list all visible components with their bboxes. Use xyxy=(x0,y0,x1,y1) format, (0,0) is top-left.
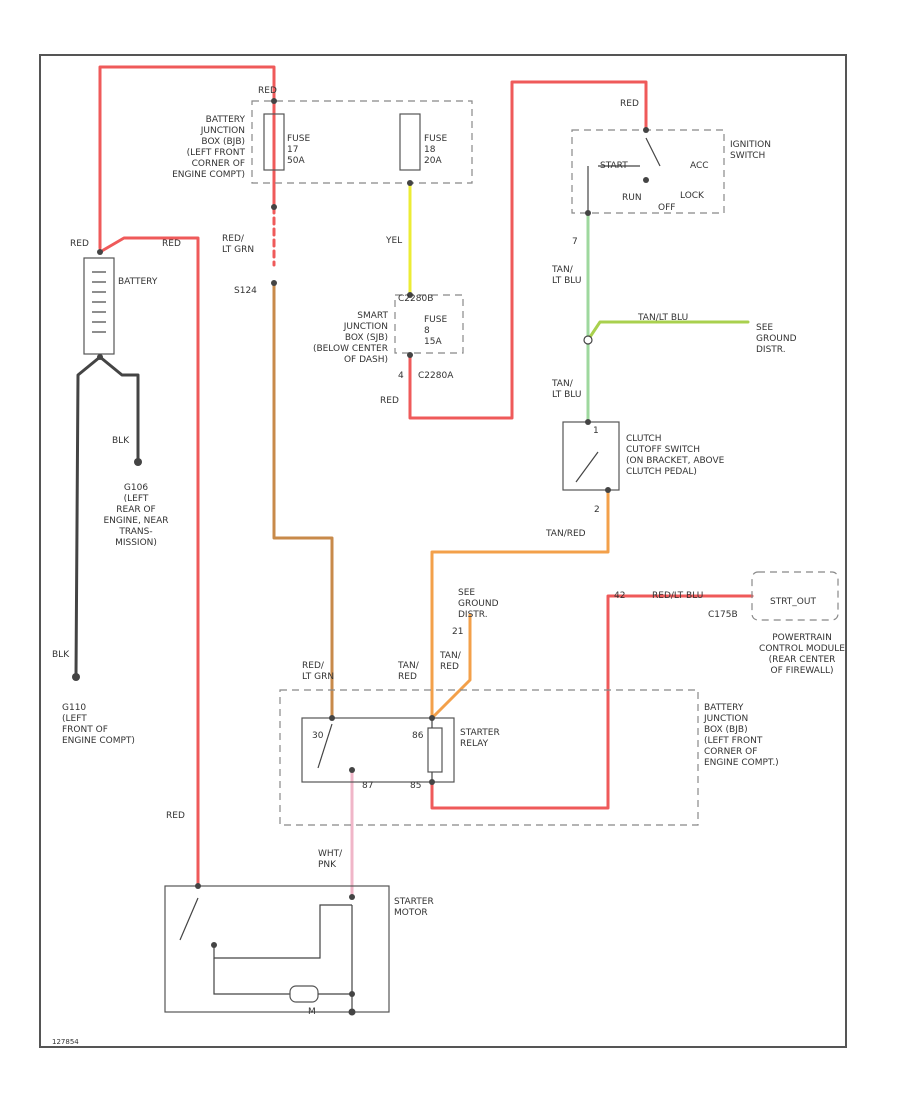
label-sjb-pin: 4 xyxy=(398,371,404,381)
label-red-lt-grn-relay: RED/LT GRN xyxy=(302,661,334,682)
wire-red-battery-to-starter xyxy=(98,236,200,888)
label-red-left: RED xyxy=(70,239,89,249)
label-tan-blu-splice: TAN/LT BLU xyxy=(637,313,688,323)
label-tan-red-clutch: TAN/RED xyxy=(545,529,586,539)
label-s124: S124 xyxy=(234,286,257,296)
ground-g110-icon xyxy=(72,673,80,681)
connection-nodes xyxy=(97,98,649,1016)
label-pcm-conn: C175B xyxy=(708,610,738,620)
label-clutch-pin: 1 xyxy=(593,426,599,436)
label-red-sjb: RED xyxy=(380,396,399,406)
label-tan-red-pin: TAN/RED xyxy=(439,651,462,672)
label-ign-lock: LOCK xyxy=(680,191,705,201)
label-relay-pin-30: 30 xyxy=(312,731,324,741)
label-red-ign: RED xyxy=(620,99,639,109)
label-relay-pin-87: 87 xyxy=(362,781,373,791)
wire-tan-red-relay-to-pin21 xyxy=(430,613,472,720)
label-sjb-conn: C2280B xyxy=(398,294,433,304)
label-relay-pin-85: 85 xyxy=(410,781,421,791)
battery-cells xyxy=(92,271,106,333)
label-ign-run: RUN xyxy=(622,193,642,203)
wire-red-battery-feed xyxy=(98,65,276,250)
label-tan-lt-blu-bottom: TAN/LT BLU xyxy=(551,379,581,400)
label-pin-42: 42 xyxy=(614,591,625,601)
label-blk-g106: BLK xyxy=(112,436,130,446)
label-relay-pin-86: 86 xyxy=(412,731,424,741)
label-sjb-conn2: C2280A xyxy=(418,371,454,381)
label-red-lt-grn-fuse: RED/LT GRN xyxy=(222,234,254,255)
label-tan-lt-blu-top: TAN/LT BLU xyxy=(551,265,581,286)
starter-motor-internals xyxy=(179,897,353,1010)
bjb-relay-box xyxy=(279,689,699,826)
label-pin-21: 21 xyxy=(452,627,463,637)
bjb-top-box xyxy=(251,100,473,184)
label-red-starter: RED xyxy=(166,811,185,821)
wire-red-sjb-to-ignition xyxy=(408,80,648,420)
label-pcm-strt: STRT_OUT xyxy=(770,597,816,607)
ground-g106-icon xyxy=(134,458,142,466)
wire-tan-red-clutch-to-relay xyxy=(430,488,610,720)
diagram-frame xyxy=(39,54,847,1048)
label-red-battery: RED xyxy=(162,239,181,249)
label-pin-2: 2 xyxy=(594,505,600,515)
wire-red-lt-grn-s124-to-relay xyxy=(272,281,334,720)
wire-black-to-g110 xyxy=(74,355,102,677)
sjb-box xyxy=(394,294,464,354)
starter-motor-box xyxy=(164,885,390,1013)
relay-internals xyxy=(317,718,443,782)
label-starter-term: M xyxy=(308,1007,316,1017)
wire-red-lt-blu-relay-to-pcm xyxy=(430,594,754,810)
clutch-switch-contact xyxy=(575,451,599,483)
label-corner-id: 127854 xyxy=(52,1038,79,1046)
label-ign-off: OFF xyxy=(658,203,675,213)
label-battery: BATTERY xyxy=(118,277,158,287)
battery-body xyxy=(83,257,115,355)
pcm-box xyxy=(751,571,839,621)
label-ign-acc: ACC xyxy=(690,161,709,171)
label-red-top: RED xyxy=(258,86,277,96)
wire-tan-lt-blu-branch xyxy=(586,320,750,342)
label-ign-start: START xyxy=(600,161,628,171)
starter-relay-box xyxy=(301,717,455,783)
fuse-17-box xyxy=(263,113,285,171)
label-wht-pnk: WHT/PNK xyxy=(318,849,343,870)
wire-black-to-g106 xyxy=(98,355,140,462)
label-tan-red-relay: TAN/RED xyxy=(397,661,420,682)
fuse-18-box xyxy=(399,113,421,171)
clutch-switch-box xyxy=(562,421,620,491)
label-pin-7: 7 xyxy=(572,237,578,247)
label-blk-g110: BLK xyxy=(52,650,70,660)
label-yel: YEL xyxy=(385,236,402,246)
label-red-blu: RED/LT BLU xyxy=(652,591,703,601)
ignition-switch-contacts xyxy=(587,137,661,213)
